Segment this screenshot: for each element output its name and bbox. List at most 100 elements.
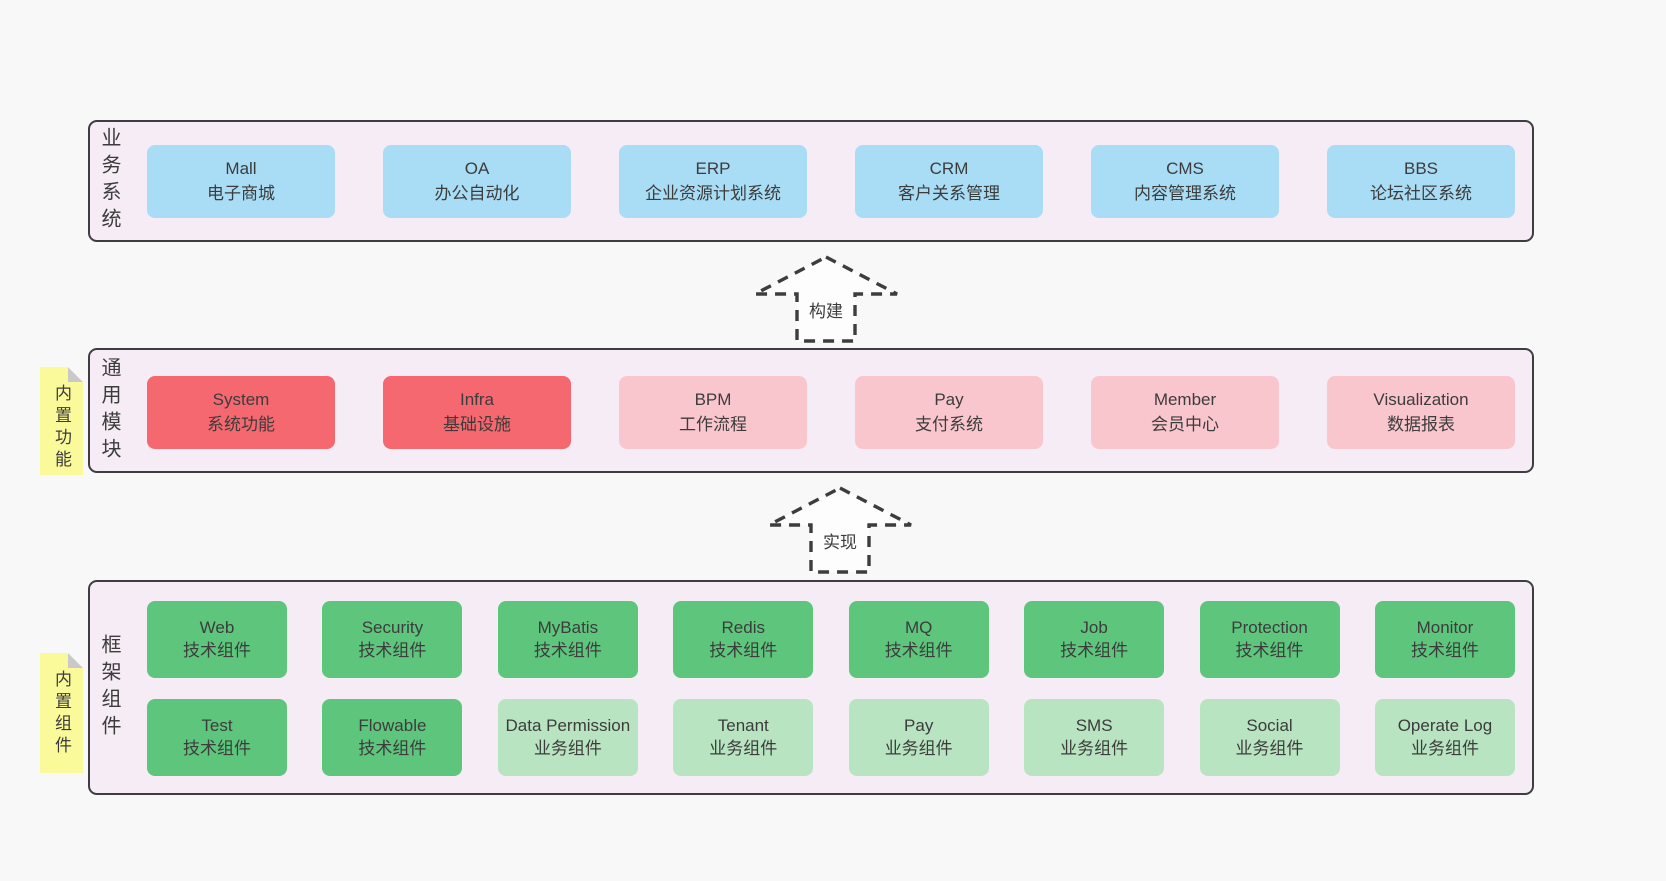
box-subtitle: 办公自动化 — [434, 183, 520, 203]
implement-arrow: 实现 — [765, 485, 915, 575]
common-modules-row: System 系统功能 Infra 基础设施 BPM 工作流程 Pay 支付系统 Member 会… — [147, 376, 1515, 449]
box-title: OA — [464, 159, 490, 179]
box-subtitle: 企业资源计划系统 — [645, 183, 781, 203]
layer-framework-components-label: 框架组件 — [98, 633, 120, 742]
box-title: SMS — [1075, 716, 1113, 736]
box-bbs: BBS 论坛社区系统 — [1327, 145, 1515, 218]
box-infra: Infra 基础设施 — [383, 376, 571, 449]
box-title: Data Permission — [505, 716, 631, 736]
box-subtitle: 会员中心 — [1151, 414, 1219, 434]
sticky-note-builtin-components-label: 内置组件 — [52, 670, 71, 758]
box-title: BBS — [1403, 159, 1439, 179]
box-subtitle: 论坛社区系统 — [1370, 183, 1472, 203]
box-title: Redis — [721, 618, 765, 638]
build-arrow: 构建 — [751, 254, 901, 344]
box-subtitle: 技术组件 — [884, 640, 953, 660]
box-title: Mall — [225, 159, 257, 179]
box-title: Infra — [459, 390, 495, 410]
layer-common-modules: 通用模块 System 系统功能 Infra 基础设施 BPM 工作流程 Pay 支付系统 Me… — [88, 348, 1534, 473]
box-subtitle: 技术组件 — [358, 640, 427, 660]
box-subtitle: 客户关系管理 — [898, 183, 1000, 203]
up-arrow-icon — [768, 486, 912, 574]
box-title: Pay — [904, 716, 934, 736]
box-subtitle: 业务组件 — [884, 738, 953, 758]
sticky-note-builtin-functions: 内置功能 — [40, 367, 83, 475]
box-subtitle: 技术组件 — [1235, 640, 1304, 660]
box-title: Web — [199, 618, 235, 638]
box-subtitle: 技术组件 — [358, 738, 427, 758]
box-title: CMS — [1166, 159, 1204, 179]
sticky-note-builtin-components: 内置组件 — [40, 653, 83, 773]
box-title: Pay — [934, 390, 964, 410]
box-subtitle: 业务组件 — [709, 738, 778, 758]
box-subtitle: 业务组件 — [533, 738, 602, 758]
box-title: Security — [361, 618, 424, 638]
box-subtitle: 支付系统 — [915, 414, 983, 434]
box-title: Member — [1153, 390, 1217, 410]
box-subtitle: 技术组件 — [183, 738, 251, 758]
box-title: Social — [1246, 716, 1293, 736]
box-title: Operate Log — [1397, 716, 1493, 736]
box-subtitle: 工作流程 — [679, 414, 747, 434]
box-cms: CMS 内容管理系统 — [1091, 145, 1279, 218]
box-subtitle: 技术组件 — [533, 640, 602, 660]
box-subtitle: 业务组件 — [1410, 738, 1479, 758]
box-title: MQ — [904, 618, 933, 638]
layer-business-systems-label: 业务系统 — [98, 127, 120, 235]
box-system: System 系统功能 — [147, 376, 335, 449]
build-arrow-label: 构建 — [809, 302, 843, 321]
box-title: Flowable — [358, 716, 427, 736]
box-oa: OA 办公自动化 — [383, 145, 571, 218]
box-bpm: BPM 工作流程 — [619, 376, 807, 449]
box-subtitle: 系统功能 — [207, 414, 275, 434]
box-title: Protection — [1231, 618, 1308, 638]
layer-common-modules-label: 通用模块 — [98, 356, 120, 465]
box-subtitle: 内容管理系统 — [1134, 183, 1236, 203]
box-title: Job — [1080, 618, 1108, 638]
box-subtitle: 电子商城 — [207, 183, 275, 203]
box-title: Visualization — [1373, 390, 1469, 410]
box-subtitle: 技术组件 — [183, 640, 251, 660]
folded-corner-icon — [68, 367, 83, 382]
box-title: BPM — [694, 390, 732, 410]
box-member: Member 会员中心 — [1091, 376, 1279, 449]
box-mall: Mall 电子商城 — [147, 145, 335, 218]
up-arrow-icon — [754, 255, 898, 343]
box-subtitle: 技术组件 — [1410, 640, 1479, 660]
box-title: MyBatis — [537, 618, 599, 638]
box-title: ERP — [695, 159, 731, 179]
box-pay: Pay 支付系统 — [855, 376, 1043, 449]
box-subtitle: 技术组件 — [709, 640, 778, 660]
folded-corner-icon — [68, 653, 83, 668]
sticky-note-builtin-functions-label: 内置功能 — [52, 384, 71, 472]
box-title: System — [212, 390, 270, 410]
box-title: Monitor — [1416, 618, 1474, 638]
box-title: Test — [201, 716, 233, 736]
box-subtitle: 基础设施 — [443, 414, 511, 434]
box-subtitle: 业务组件 — [1060, 738, 1129, 758]
